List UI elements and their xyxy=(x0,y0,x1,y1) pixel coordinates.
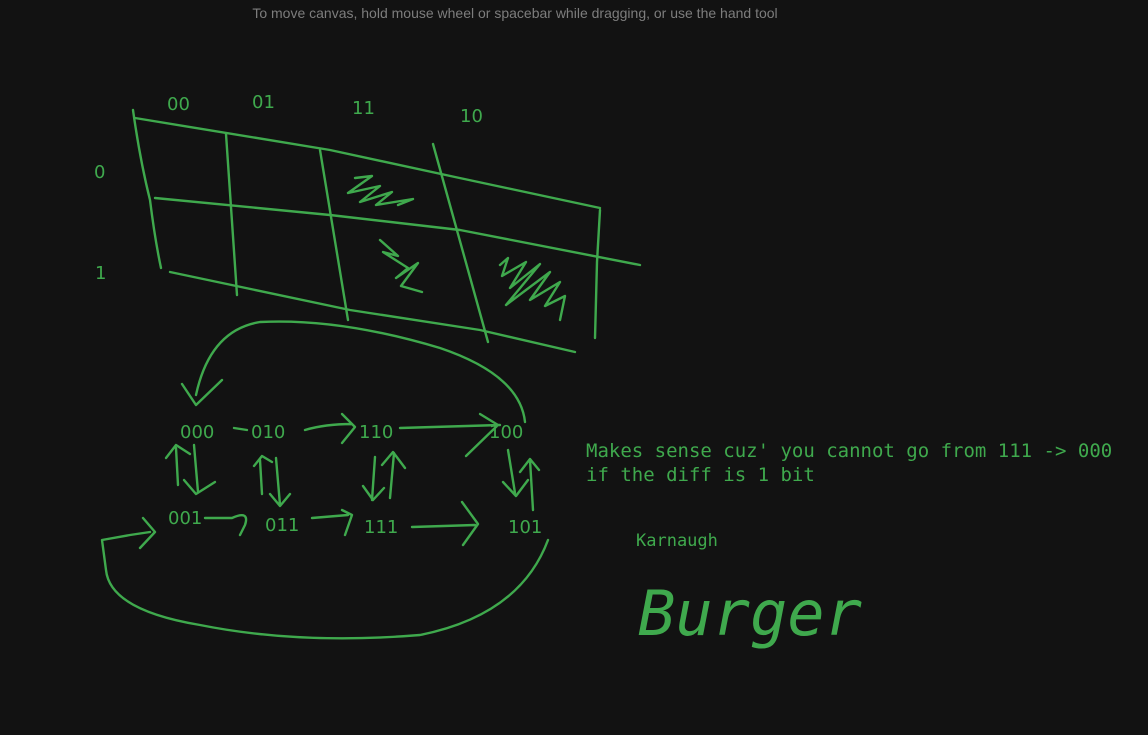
kmap-labels: 00 01 11 10 0 1 xyxy=(94,92,483,284)
arrow-001-011[interactable] xyxy=(203,514,248,537)
col-label-00: 00 xyxy=(167,94,190,115)
code-110: 110 xyxy=(359,422,393,443)
code-010: 010 xyxy=(251,422,285,443)
row-label-0: 0 xyxy=(94,162,105,183)
kmap-left-line[interactable] xyxy=(131,108,163,270)
scribble-cell-1-10[interactable] xyxy=(498,256,567,322)
col-label-01: 01 xyxy=(252,92,275,113)
note-line-1: Makes sense cuz' you cannot go from 111 … xyxy=(586,440,1112,462)
kmap-grid[interactable] xyxy=(131,108,642,354)
note-line-2: if the diff is 1 bit xyxy=(586,464,815,486)
gray-code-labels: 000 010 110 100 001 011 111 101 xyxy=(168,422,542,538)
col-label-11: 11 xyxy=(352,98,375,119)
arrow-111-101[interactable] xyxy=(410,500,480,547)
scribble-cell-0-11[interactable] xyxy=(346,174,415,207)
scribble-cell-1-11[interactable] xyxy=(378,238,424,294)
code-001: 001 xyxy=(168,508,202,529)
arrow-110-111[interactable] xyxy=(361,450,407,502)
kmap-right-line[interactable] xyxy=(593,208,602,340)
kmap-col-divider-2[interactable] xyxy=(318,148,350,322)
arrow-110-100[interactable] xyxy=(398,412,502,458)
canvas-hint: To move canvas, hold mouse wheel or spac… xyxy=(252,5,778,21)
code-111: 111 xyxy=(364,517,398,538)
kmap-middle-line[interactable] xyxy=(153,196,642,267)
gray-code-arrows[interactable] xyxy=(100,320,550,640)
code-000: 000 xyxy=(180,422,214,443)
row-label-1: 1 xyxy=(95,263,106,284)
code-011: 011 xyxy=(265,515,299,536)
caption-burger: Burger xyxy=(638,577,862,650)
kmap-filled-cells[interactable] xyxy=(346,174,567,322)
code-101: 101 xyxy=(508,517,542,538)
arrow-000-010[interactable] xyxy=(232,426,249,432)
arrow-000-001[interactable] xyxy=(164,443,217,496)
col-label-10: 10 xyxy=(460,106,483,127)
arrow-100-101[interactable] xyxy=(501,448,541,512)
kmap-bottom-line[interactable] xyxy=(168,270,577,354)
kmap-col-divider-3[interactable] xyxy=(431,142,490,344)
caption-karnaugh: Karnaugh xyxy=(636,531,718,551)
kmap-col-divider-1[interactable] xyxy=(224,132,239,297)
arrow-011-111[interactable] xyxy=(310,508,354,537)
arrow-010-011[interactable] xyxy=(252,454,292,508)
notes: Makes sense cuz' you cannot go from 111 … xyxy=(586,440,1112,650)
arrow-100-wrap-000[interactable] xyxy=(180,320,527,424)
arrow-101-wrap-001[interactable] xyxy=(100,516,550,640)
kmap-top-line[interactable] xyxy=(133,116,602,210)
code-100: 100 xyxy=(489,422,523,443)
arrow-010-110[interactable] xyxy=(303,412,357,445)
